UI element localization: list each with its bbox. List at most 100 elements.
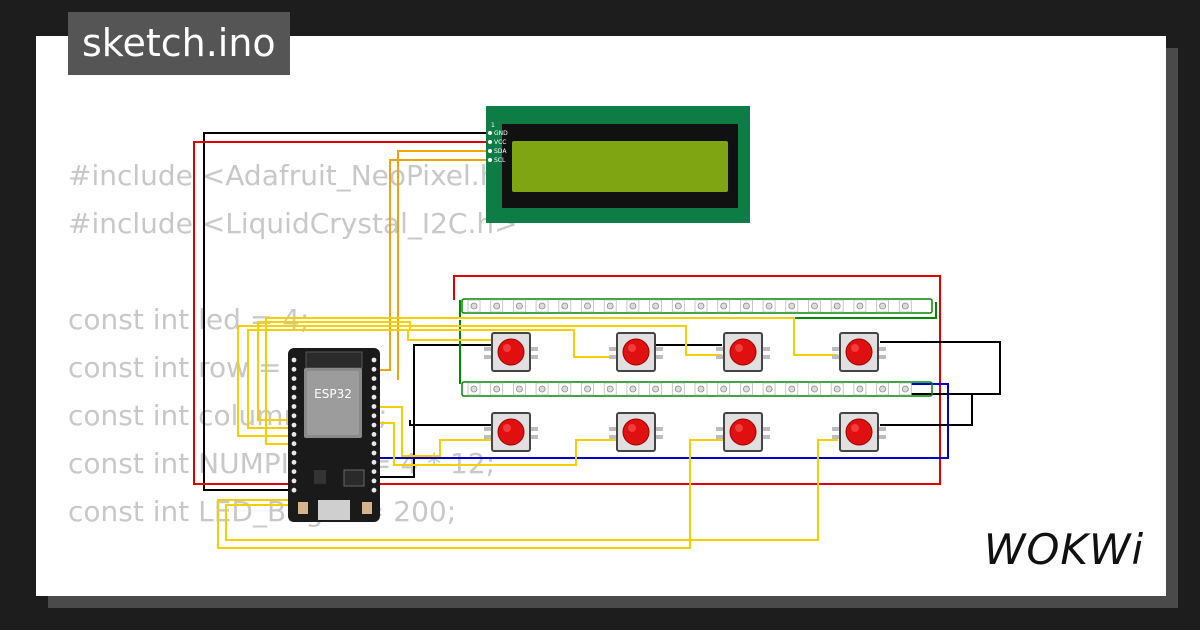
header-pin <box>371 469 377 474</box>
button-highlight <box>503 424 511 432</box>
pushbutton[interactable] <box>609 412 663 452</box>
wire-btn8 <box>217 439 734 549</box>
neopixel-lens <box>493 385 501 393</box>
header-pin <box>291 385 297 391</box>
header-pin <box>371 366 377 372</box>
esp32-chip <box>343 469 365 487</box>
pushbutton[interactable] <box>716 332 770 372</box>
neopixel-lens <box>674 302 682 310</box>
esp32-regulator <box>314 470 326 484</box>
button-highlight <box>851 424 859 432</box>
neopixel-lens <box>765 385 773 393</box>
neopixel-lens <box>493 302 501 310</box>
neopixel-lens <box>720 385 728 393</box>
wokwi-logo: WOKWi <box>984 526 1144 574</box>
neopixel-lens <box>561 302 569 310</box>
code-line: const int LCD_Columns = 16; <box>68 584 521 596</box>
neopixel-lens <box>629 385 637 393</box>
header-pin <box>371 422 377 428</box>
code-line: #include <Adafruit_NeoPixel.h> <box>68 159 521 192</box>
esp32-shield <box>307 371 359 435</box>
header-pin <box>371 413 377 419</box>
usb-port <box>318 500 350 520</box>
neopixel-lens <box>697 302 705 310</box>
wire-btn-end2 <box>880 393 973 426</box>
header-pin <box>371 478 377 484</box>
boot-button[interactable] <box>298 502 308 514</box>
lcd-pin-dot <box>488 158 492 162</box>
header-pin <box>291 487 297 493</box>
button-cap <box>622 418 650 446</box>
neopixel-lens <box>901 385 909 393</box>
lcd-pin-sda: SDA <box>494 148 507 155</box>
code-line: const int led = 4; <box>68 303 310 336</box>
wire-btn2 <box>247 329 496 429</box>
strip-data-line <box>461 381 933 397</box>
neopixel-lens <box>879 385 886 393</box>
esp32-pins <box>291 357 377 493</box>
wire-gnd <box>203 132 486 491</box>
wokwi-logo-text: WOKWi <box>984 526 1144 574</box>
neopixel-lens <box>584 302 591 310</box>
code-line: #include <LiquidCrystal_I2C.h> <box>68 207 518 240</box>
neopixel-lens <box>470 302 478 310</box>
neopixel-lens <box>538 302 546 310</box>
wire-btn7 <box>225 439 838 541</box>
lcd-pin-gnd: GND <box>494 130 508 137</box>
neopixel-lens <box>516 302 523 310</box>
button-cap <box>845 418 873 446</box>
neopixel-lens <box>765 302 773 310</box>
neopixel-lens <box>856 385 864 393</box>
wire-btn6 <box>378 422 616 466</box>
neopixel-lens <box>811 385 818 393</box>
lcd-pin-dot <box>488 149 492 153</box>
neopixel-lens <box>584 385 591 393</box>
header-pin <box>291 478 297 484</box>
esp32-board[interactable]: ESP32 <box>288 348 380 522</box>
button-cap <box>497 338 525 366</box>
header-pin <box>371 441 377 447</box>
pushbutton[interactable] <box>716 412 770 452</box>
header-pin <box>291 432 297 437</box>
neopixel-lens <box>697 385 705 393</box>
header-pin <box>291 422 297 428</box>
neopixel-lens <box>561 385 569 393</box>
neopixel-lens <box>743 302 750 310</box>
lcd-module[interactable]: 1 GND VCC SDA SCL <box>486 106 750 223</box>
header-pin <box>291 441 297 447</box>
neopixel-lens <box>470 385 478 393</box>
neopixel-lens <box>606 302 614 310</box>
neopixel-lens <box>811 302 818 310</box>
pushbutton[interactable] <box>484 332 538 372</box>
wire-scl <box>380 159 486 371</box>
header-pin <box>291 459 297 465</box>
wires <box>193 132 1001 549</box>
header-pin <box>371 404 377 409</box>
neopixel-lens <box>856 302 864 310</box>
neopixel-lens <box>788 302 796 310</box>
file-tab[interactable]: sketch.ino <box>68 12 290 75</box>
header-pin <box>291 357 297 363</box>
pushbutton[interactable] <box>832 332 886 372</box>
button-cap <box>845 338 873 366</box>
wire-strip-power <box>380 275 941 485</box>
neopixel-lens <box>879 302 886 310</box>
header-pin <box>291 450 297 456</box>
header-pin <box>371 385 377 391</box>
button-highlight <box>628 424 636 432</box>
neopixel-strip[interactable] <box>461 298 933 314</box>
pushbutton[interactable] <box>609 332 663 372</box>
neopixel-lens <box>833 385 841 393</box>
button-cap <box>622 338 650 366</box>
neopixel-lens <box>833 302 841 310</box>
reset-button[interactable] <box>362 502 372 514</box>
neopixel-strip[interactable] <box>461 381 933 397</box>
pushbutton[interactable] <box>484 412 538 452</box>
button-cap <box>497 418 525 446</box>
header-pin <box>291 413 297 419</box>
pushbutton[interactable] <box>832 412 886 452</box>
lcd-pin-vcc: VCC <box>494 139 506 146</box>
wire-btn-gnd <box>378 344 496 478</box>
header-pin <box>291 366 297 372</box>
